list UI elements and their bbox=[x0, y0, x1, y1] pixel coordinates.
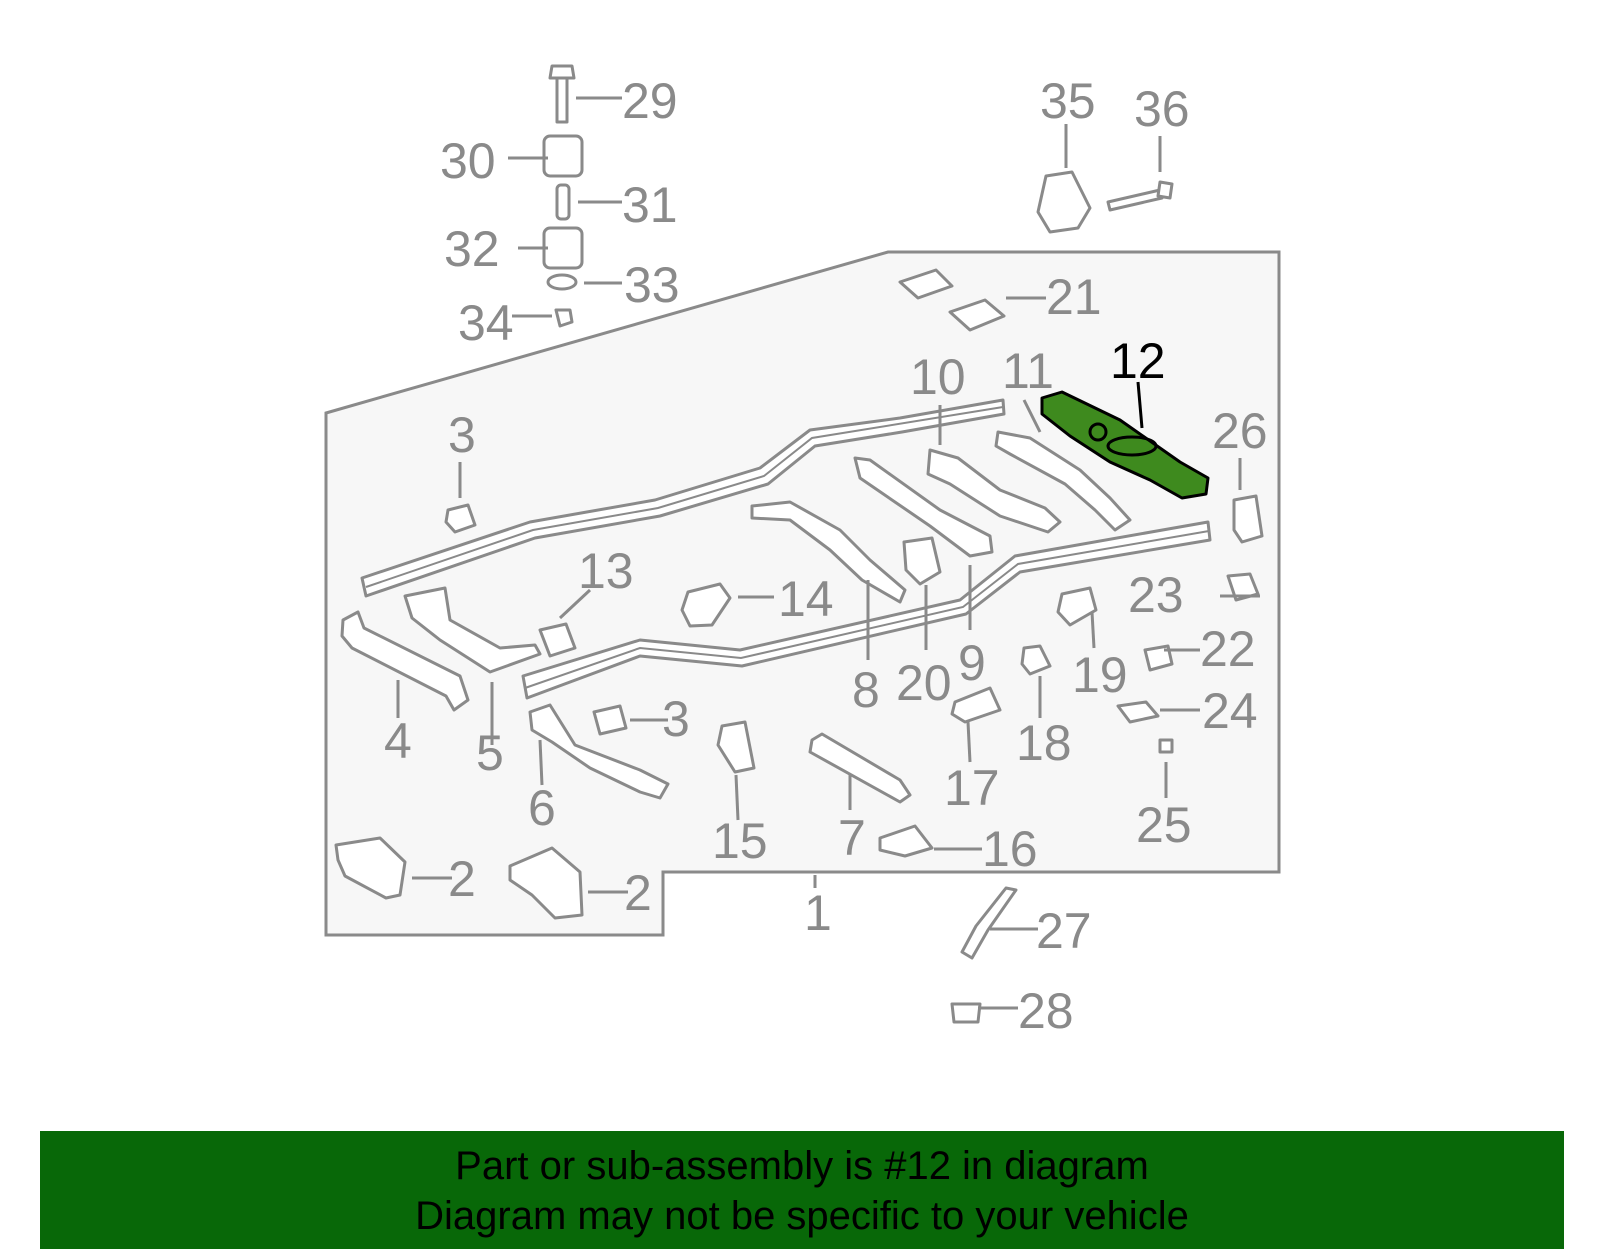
bracket-2b bbox=[508, 846, 584, 920]
callout-19: 19 bbox=[1072, 647, 1128, 703]
banner-line-disclaimer: Diagram may not be specific to your vehi… bbox=[415, 1194, 1189, 1238]
callout-21: 21 bbox=[1046, 269, 1102, 325]
bracket-22 bbox=[1143, 644, 1174, 672]
callout-35: 35 bbox=[1040, 73, 1096, 129]
callout-10: 10 bbox=[910, 349, 966, 405]
callout-15: 15 bbox=[712, 813, 768, 869]
callout-29: 29 bbox=[622, 73, 678, 129]
bracket-18 bbox=[1020, 644, 1052, 676]
bracket-35 bbox=[1036, 170, 1092, 234]
callout-9: 9 bbox=[958, 635, 986, 691]
crossmember-7 bbox=[808, 732, 912, 804]
callout-27: 27 bbox=[1036, 903, 1092, 959]
callout-2b: 2 bbox=[624, 865, 652, 921]
callout-30: 30 bbox=[440, 133, 496, 189]
bracket-16 bbox=[878, 824, 934, 858]
hose-27 bbox=[960, 886, 1018, 960]
bracket-26 bbox=[1232, 494, 1264, 544]
frame-rail-upper bbox=[360, 398, 1006, 598]
bracket-20 bbox=[902, 536, 942, 586]
callout-34: 34 bbox=[458, 295, 514, 351]
callout-6: 6 bbox=[528, 780, 556, 836]
banner-line-part-info: Part or sub-assembly is #12 in diagram bbox=[455, 1144, 1149, 1188]
bracket-24 bbox=[1116, 700, 1160, 724]
callout-33: 33 bbox=[624, 257, 680, 313]
crossmember-4 bbox=[340, 610, 470, 712]
callout-22: 22 bbox=[1200, 621, 1256, 677]
callout-17: 17 bbox=[944, 760, 1000, 816]
bracket-23 bbox=[1226, 572, 1260, 602]
clip-28 bbox=[950, 1002, 982, 1024]
callout-26: 26 bbox=[1212, 403, 1268, 459]
callout-31: 31 bbox=[622, 177, 678, 233]
mount-stack bbox=[542, 64, 584, 328]
callout-18: 18 bbox=[1016, 715, 1072, 771]
callout-24: 24 bbox=[1202, 683, 1258, 739]
info-banner: Part or sub-assembly is #12 in diagram D… bbox=[40, 1131, 1564, 1249]
bracket-13 bbox=[538, 622, 577, 658]
callout-12: 12 bbox=[1110, 333, 1166, 389]
callout-3b: 3 bbox=[662, 691, 690, 747]
bolt-25 bbox=[1158, 738, 1174, 754]
assembly-panel bbox=[324, 250, 1281, 937]
callout-13: 13 bbox=[578, 543, 634, 599]
callout-11: 11 bbox=[1002, 343, 1054, 399]
callout-25: 25 bbox=[1136, 797, 1192, 853]
bracket-19 bbox=[1056, 586, 1098, 627]
callout-3a: 3 bbox=[448, 407, 476, 463]
bracket-3a bbox=[444, 503, 477, 534]
crossmember-5 bbox=[403, 586, 542, 674]
crossmember-11 bbox=[994, 430, 1132, 532]
frame-rail-lower bbox=[521, 520, 1212, 700]
bracket-15 bbox=[716, 720, 756, 774]
callout-1: 1 bbox=[804, 885, 832, 941]
callout-32: 32 bbox=[444, 221, 500, 277]
crossmember-8 bbox=[750, 500, 907, 604]
callout-20: 20 bbox=[896, 655, 952, 711]
bolt-36 bbox=[1106, 180, 1174, 212]
callout-28: 28 bbox=[1018, 983, 1074, 1039]
callout-7: 7 bbox=[838, 810, 866, 866]
bracket-14 bbox=[680, 582, 732, 628]
bracket-3b bbox=[592, 704, 628, 736]
callout-8: 8 bbox=[852, 662, 880, 718]
callout-5: 5 bbox=[476, 725, 504, 781]
highlighted-crossmember-12 bbox=[1040, 390, 1210, 500]
crossmember-9 bbox=[853, 456, 994, 558]
callout-16: 16 bbox=[982, 821, 1038, 877]
callout-14: 14 bbox=[778, 571, 834, 627]
callout-4: 4 bbox=[384, 713, 412, 769]
callout-2a: 2 bbox=[448, 851, 476, 907]
callout-23: 23 bbox=[1128, 567, 1184, 623]
callout-36: 36 bbox=[1134, 81, 1190, 137]
bracket-2a bbox=[334, 836, 407, 900]
crossmember-10 bbox=[926, 448, 1062, 534]
bracket-21 bbox=[898, 268, 1006, 332]
bracket-6 bbox=[528, 703, 670, 800]
bracket-17 bbox=[950, 686, 1002, 724]
